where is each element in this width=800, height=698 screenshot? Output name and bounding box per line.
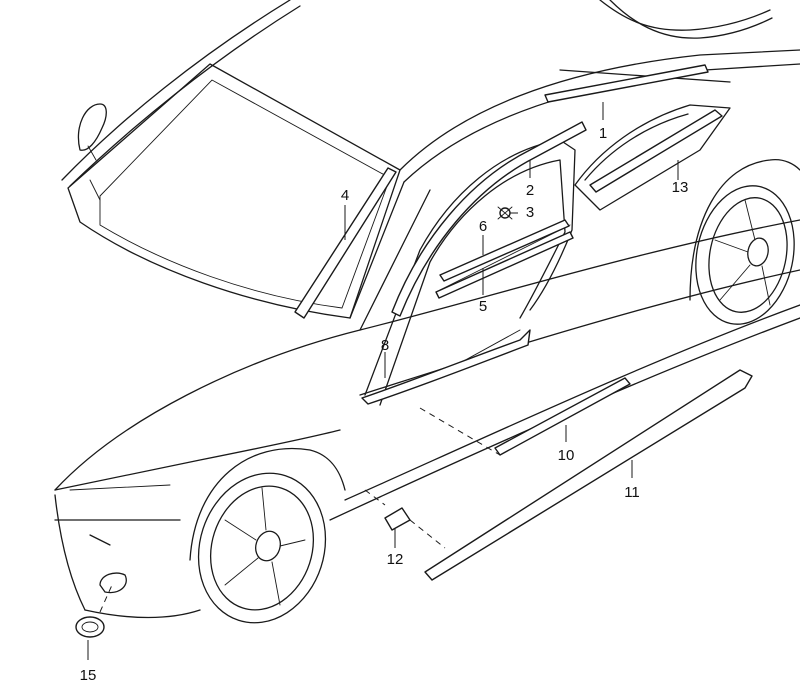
body-side (54, 49, 800, 521)
callout-3: 3 (526, 204, 534, 221)
rear-wheel (689, 159, 800, 325)
hood-front (54, 429, 341, 619)
callout-5: 5 (479, 298, 487, 315)
a-pillar-trim (294, 167, 397, 319)
callout-labels: 1 2 3 4 5 6 8 10 11 12 13 15 (80, 125, 689, 684)
cover-cap (75, 616, 105, 638)
side-mirror (77, 103, 107, 161)
door-frame-trim (391, 121, 587, 317)
side-skirt (424, 369, 753, 581)
bracket-12 (384, 507, 411, 531)
callout-8: 8 (381, 337, 389, 354)
callout-15: 15 (80, 667, 97, 684)
rear-door-trim (589, 109, 723, 193)
roof-outline (61, 0, 773, 187)
front-sill-trim (361, 329, 531, 405)
door-strip-upper (439, 219, 570, 282)
front-wheel (189, 447, 346, 624)
callout-12: 12 (387, 551, 404, 568)
callout-11: 11 (624, 484, 640, 501)
callout-13: 13 (672, 179, 689, 196)
callout-2: 2 (526, 182, 534, 199)
callout-10: 10 (558, 447, 575, 464)
windshield (67, 63, 401, 319)
clip-3 (497, 206, 513, 220)
sill-cover (494, 377, 631, 456)
door-strip-lower (435, 231, 574, 299)
leader-lines (87, 102, 679, 660)
callout-6: 6 (479, 218, 487, 235)
roof-trim-strip (544, 64, 709, 103)
callout-1: 1 (599, 125, 607, 142)
callout-4: 4 (341, 187, 349, 204)
